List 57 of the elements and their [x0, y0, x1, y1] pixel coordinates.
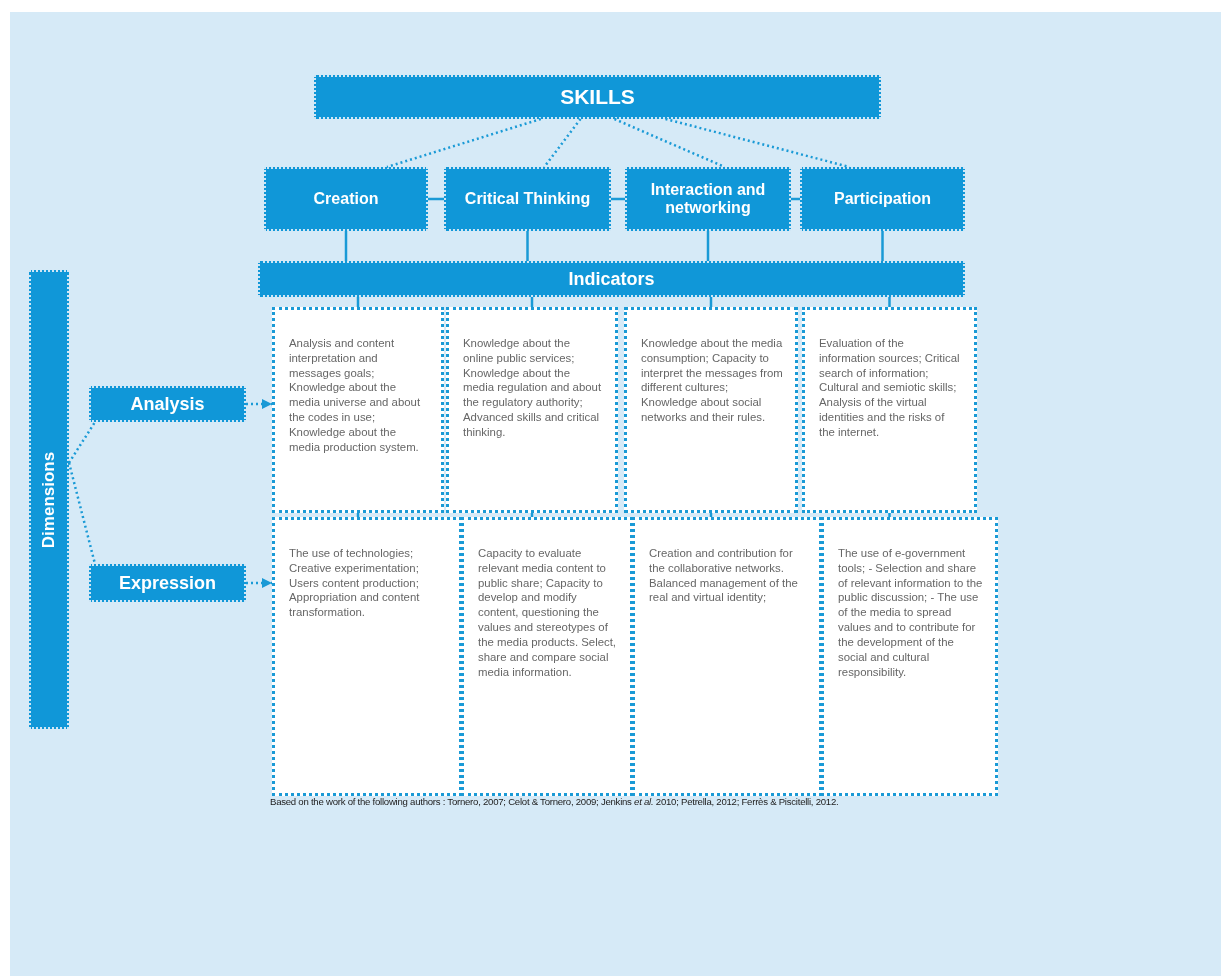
connector-line: [356, 297, 360, 307]
connector-line: [709, 513, 713, 517]
connector-line: [67, 462, 97, 565]
indicator-text: Knowledge about the online public services; Knowledge about the media regulation and about the regulatory authority; Advanced skills and critical thinking.: [463, 336, 603, 440]
connector-line: [665, 117, 850, 169]
title-banner: [314, 75, 881, 119]
connector-line: [530, 513, 534, 517]
indicator-cell: [272, 517, 462, 796]
indicator-text: The use of e-government tools; - Selection and share of relevant information to the public discussion; - The use of the media to spread values and to contribute for the development of the social and cultural responsibility.: [838, 546, 983, 680]
connector-line: [881, 231, 884, 261]
indicator-cell: [624, 307, 798, 513]
connector-line: [526, 231, 529, 261]
indicator-cell: [446, 307, 618, 513]
box-label: Participation: [834, 190, 931, 208]
connector-line: [543, 118, 582, 168]
connector-line: [428, 197, 444, 201]
skill-box: [625, 167, 791, 231]
indicator-text: Evaluation of the information sources; Critical search of information; Cultural and semiotic skills; Analysis of the virtual identities and the risks of the internet.: [819, 336, 961, 440]
indicator-text: Knowledge about the media consumption; Capacity to interpret the messages from different cultures; Knowledge about social networks and their rules.: [641, 336, 783, 425]
dimension-box: [89, 386, 246, 422]
connector-line: [530, 297, 534, 307]
box-label: Interaction and networking: [649, 181, 767, 217]
indicator-text: Creation and contribution for the collaborative networks. Balanced management of the real and virtual identity;: [649, 546, 799, 606]
box-label: Creation: [313, 190, 379, 208]
indicator-text: The use of technologies; Creative experimentation; Users content production; Appropriation and content transformation.: [289, 546, 421, 621]
source-note: Based on the work of the following authors : Tornero, 2007; Celot & Tornero, 2009; Jenkins et al. 2010; Petrella, 2012; Ferrès & Piscitelli, 2012.: [270, 796, 839, 807]
dimensions-bar: [29, 270, 69, 729]
connector-line: [888, 513, 891, 517]
indicator-cell: [802, 307, 977, 513]
connector-line: [709, 297, 713, 307]
box-label: Expression: [118, 572, 216, 594]
indicator-text: Analysis and content interpretation and messages goals; Knowledge about the media universe and about the codes in use; Knowledge about the media production system.: [289, 336, 422, 455]
connector-line: [344, 231, 348, 261]
indicator-cell: [272, 307, 444, 513]
connector-line: [791, 197, 800, 201]
indicator-cell: [632, 517, 822, 796]
box-label: Dimensions: [39, 451, 59, 548]
box-label: SKILLS: [560, 85, 635, 109]
connector-line: [67, 421, 97, 464]
arrow: [246, 578, 272, 588]
box-label: Critical Thinking: [464, 190, 591, 208]
skill-box: [444, 167, 611, 231]
indicator-cell: [461, 517, 633, 796]
box-label: Indicators: [568, 268, 655, 290]
connector-line: [356, 513, 360, 517]
indicator-text: Capacity to evaluate relevant media content to public share; Capacity to develop and modify content, questioning the values and stereotypes of the media products. Select, share and compare social media information.: [478, 546, 618, 680]
indicators-banner: [258, 261, 965, 297]
box-label: Analysis: [130, 393, 205, 415]
arrow: [246, 399, 272, 409]
skill-box: [264, 167, 428, 231]
skill-box: [800, 167, 965, 231]
dimension-box: [89, 564, 246, 602]
indicator-cell: [821, 517, 998, 796]
connector-line: [888, 297, 891, 307]
connector-line: [386, 117, 542, 169]
connector-line: [706, 231, 710, 261]
connector-line: [611, 197, 625, 201]
